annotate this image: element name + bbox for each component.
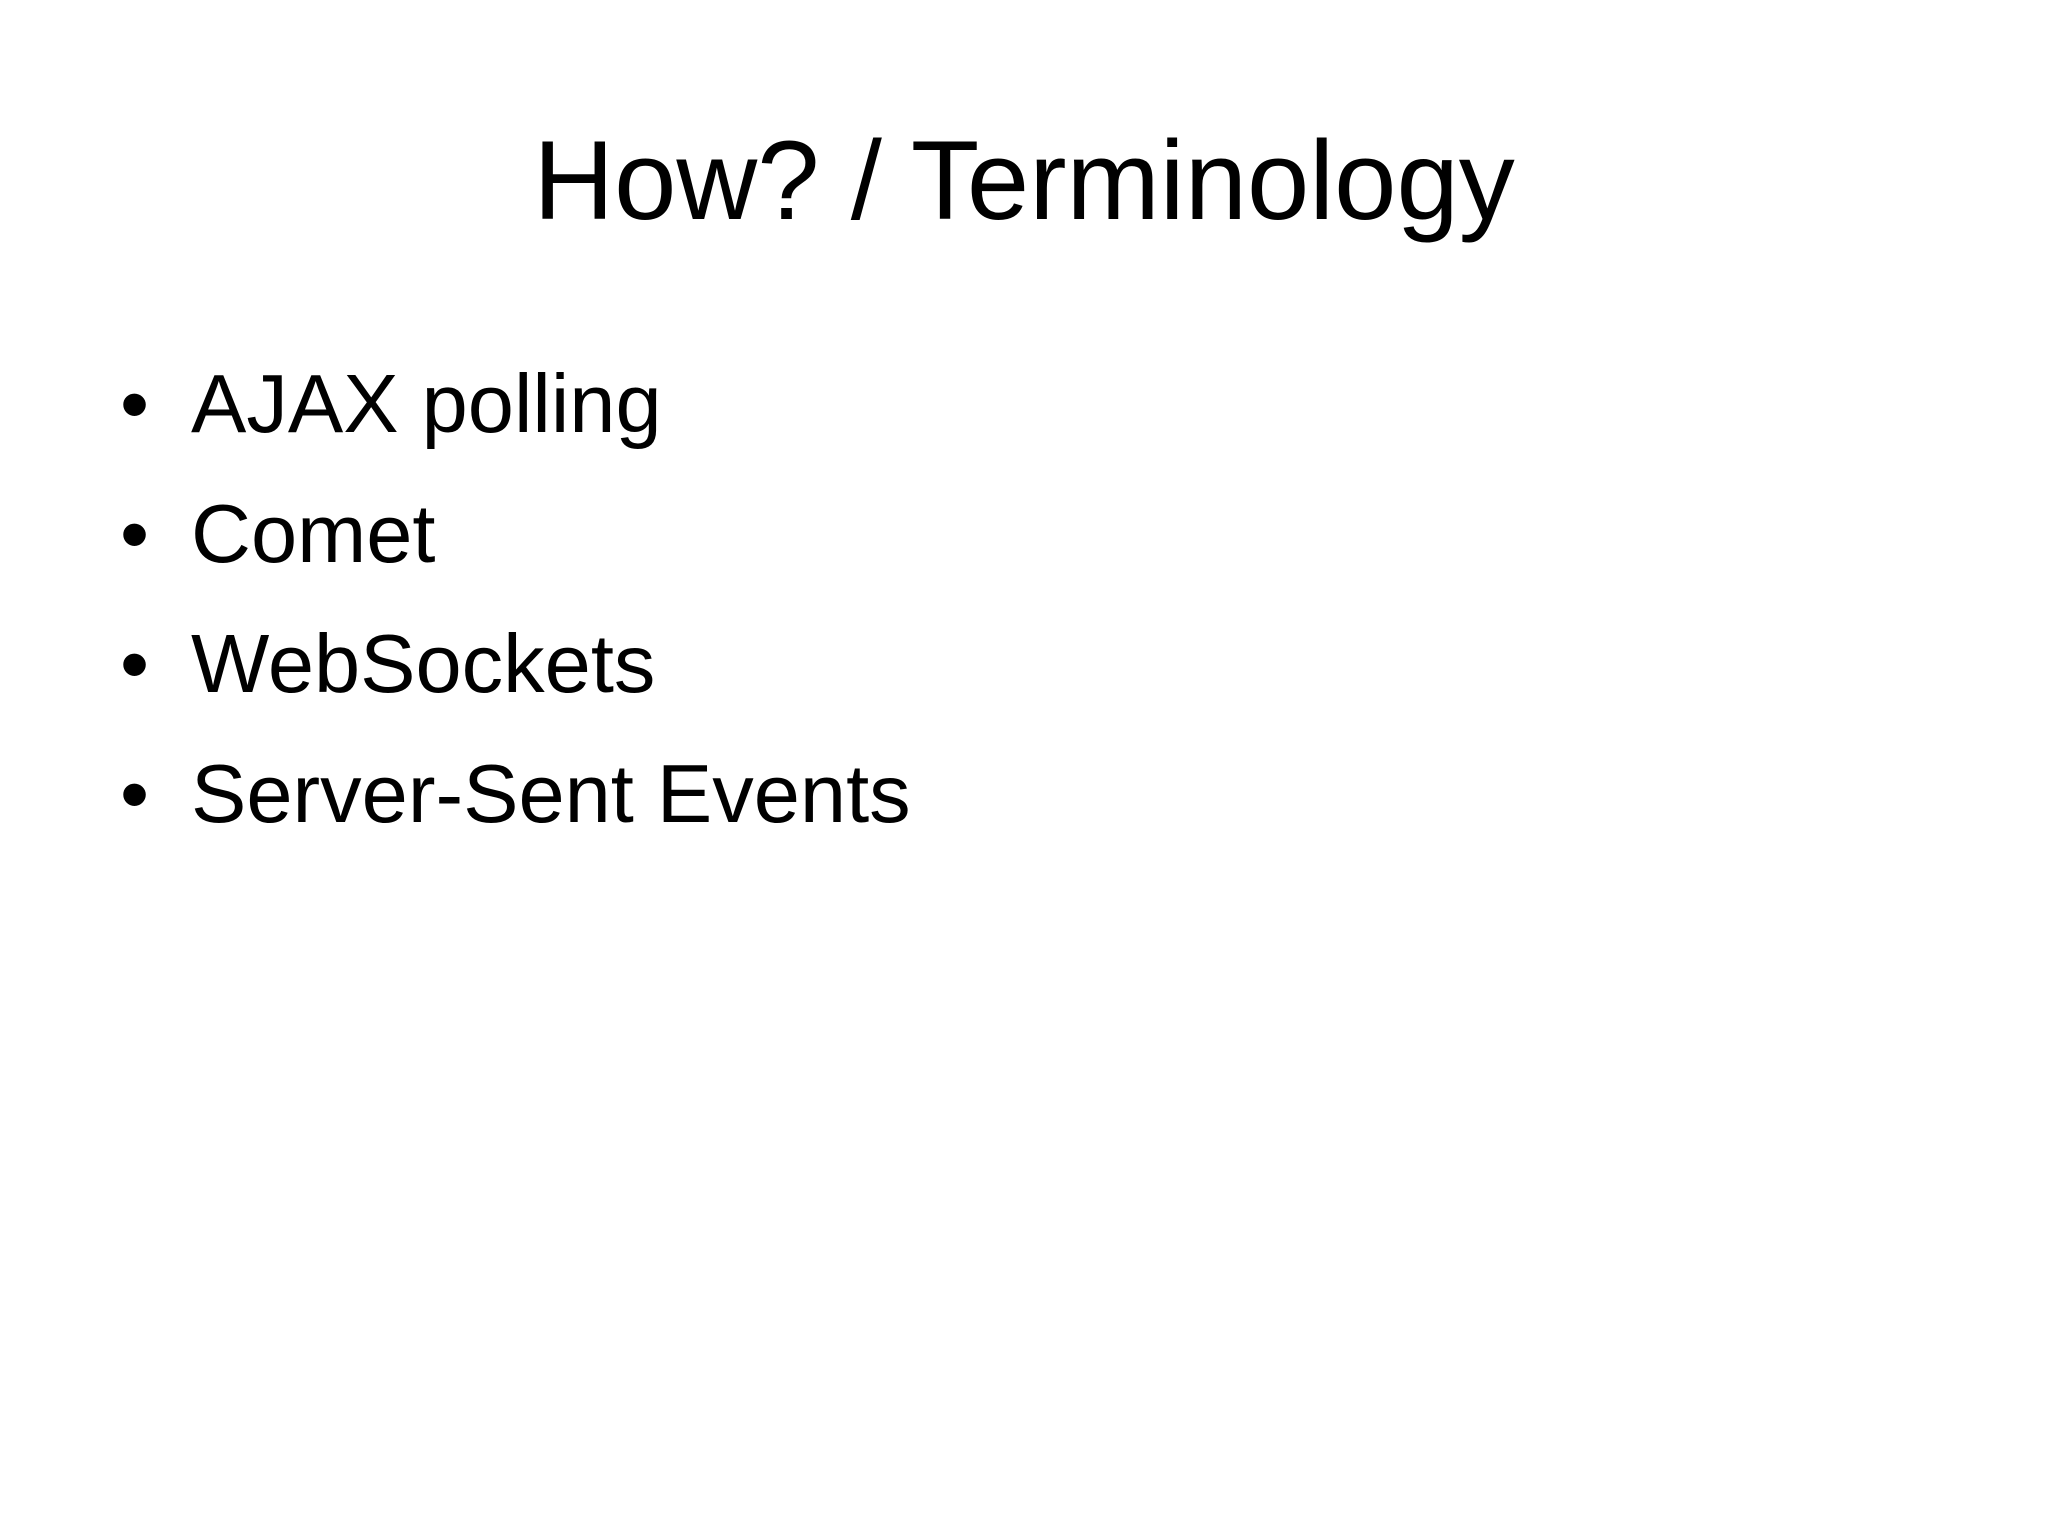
bullet-label: WebSockets bbox=[191, 617, 656, 710]
list-item: • Comet bbox=[120, 469, 911, 599]
list-item: • Server-Sent Events bbox=[120, 729, 911, 859]
list-item: • AJAX polling bbox=[120, 339, 911, 469]
bullet-icon: • bbox=[120, 617, 150, 710]
bullet-icon: • bbox=[120, 747, 150, 840]
bullet-icon: • bbox=[120, 487, 150, 580]
list-item: • WebSockets bbox=[120, 599, 911, 729]
bullet-list: • AJAX polling • Comet • WebSockets • Se… bbox=[120, 339, 911, 859]
slide-title: How? / Terminology bbox=[533, 118, 1515, 243]
bullet-label: Server-Sent Events bbox=[191, 747, 911, 840]
bullet-label: AJAX polling bbox=[191, 357, 662, 450]
bullet-icon: • bbox=[120, 357, 150, 450]
bullet-label: Comet bbox=[191, 487, 436, 580]
